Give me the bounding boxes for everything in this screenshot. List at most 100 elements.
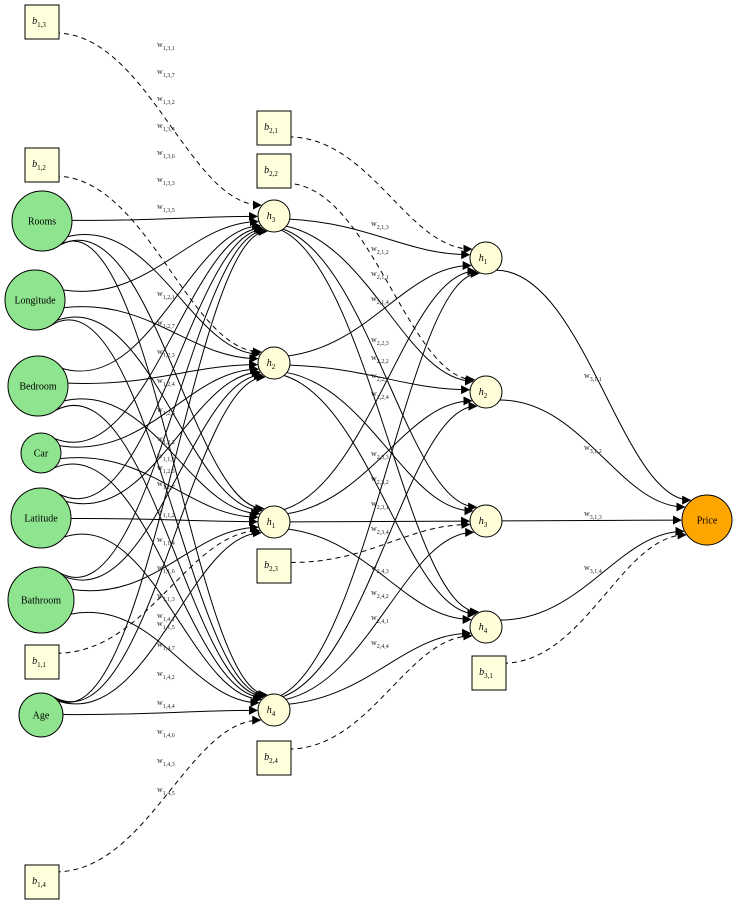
weight-label-1-1-6: w1,1,6 [157, 563, 175, 575]
weight-label-3-1-2: w3,1,2 [584, 443, 602, 455]
weight-label-1-1-2: w1,1,2 [157, 507, 175, 519]
edge-longitude-to-l1h4 [49, 319, 267, 700]
edge-longitude-to-l1h3 [63, 217, 259, 292]
weight-label-2-1-1: w2,1,1 [371, 269, 389, 281]
weight-label-2-4-3: w2,4,3 [371, 563, 389, 575]
edge-l1h2-to-l2h4 [283, 374, 477, 619]
weight-label-2-1-4: w2,1,4 [371, 294, 389, 306]
input-label-bathroom: Bathroom [21, 596, 61, 607]
edge-bathroom-to-l1h2 [63, 370, 263, 581]
edge-bedroom-to-l1h3 [62, 221, 262, 372]
weight-label-2-3-4: w2,3,4 [371, 524, 389, 536]
edge-l1h2-to-l2h3 [286, 372, 474, 516]
weight-label-2-4-4: w2,4,4 [371, 638, 389, 650]
edge-latitude-to-l1h4 [63, 533, 262, 704]
edge-age-to-l1h4 [62, 705, 258, 716]
weight-label-2-2-2: w2,2,2 [371, 353, 389, 365]
edge-rooms-to-l1h2 [67, 234, 261, 359]
edge-latitude-to-l1h2 [65, 367, 261, 505]
edge-bias-b11 [56, 526, 261, 654]
edge-l1h1-to-l2h3 [289, 516, 470, 526]
edge-bedroom-to-l1h2 [67, 360, 258, 384]
weight-label-1-1-4: w1,1,4 [157, 535, 175, 547]
hidden2-node-l2h2: h2 [469, 375, 503, 409]
edges-layer [49, 32, 692, 873]
input-label-age: Age [33, 711, 50, 722]
hidden2-node-l2h1: h1 [469, 241, 503, 275]
bias-node-b24: b2,4 [256, 740, 292, 776]
weight-labels-layer: w1,3,1w1,3,7w1,3,2w1,3,4w1,3,6w1,3,3w1,3… [157, 40, 602, 797]
weight-label-1-2-1: w1,2,1 [157, 289, 175, 301]
svg-text:h1: h1 [479, 253, 488, 266]
bias-node-b11: b1,1 [24, 644, 60, 680]
weight-label-1-3-1: w1,3,1 [157, 40, 175, 52]
svg-text:b1,3: b1,3 [32, 16, 46, 29]
weight-label-2-3-3: w2,3,3 [371, 449, 389, 461]
svg-text:Price: Price [697, 516, 718, 527]
weight-label-2-2-4: w2,2,4 [371, 389, 389, 401]
edge-longitude-to-l1h1 [56, 316, 263, 515]
bias-node-b14: b1,4 [24, 864, 60, 900]
edge-l1h1-to-l2h2 [287, 396, 473, 515]
svg-text:h3: h3 [267, 211, 276, 224]
edge-l1h3-to-l2h2 [286, 225, 474, 386]
edge-l1h3-to-l2h1 [289, 218, 471, 260]
edge-car-to-l1h2 [59, 364, 260, 448]
edge-bias-b23 [290, 520, 471, 563]
hidden2-node-l2h4: h4 [469, 610, 503, 644]
weight-label-3-1-3: w3,1,3 [584, 509, 602, 521]
bias-node-b22: b2,2 [256, 153, 292, 189]
weight-label-1-3-2: w1,3,2 [157, 94, 175, 106]
weight-label-1-3-4: w1,3,4 [157, 121, 175, 133]
svg-text:b2,3: b2,3 [264, 560, 278, 573]
weight-label-2-2-3: w2,2,3 [371, 335, 389, 347]
input-label-longitude: Longitude [14, 296, 56, 307]
edge-l1h2-to-l2h1 [288, 261, 472, 357]
bias-node-b31: b3,1 [471, 655, 507, 691]
weight-label-1-3-6: w1,3,6 [157, 148, 175, 160]
edge-car-to-l1h3 [54, 223, 263, 443]
weight-label-2-1-3: w2,1,3 [371, 219, 389, 231]
svg-text:h2: h2 [267, 358, 276, 371]
hidden1-node-l1h3: h3 [257, 199, 291, 233]
input-label-latitude: Latitude [24, 514, 58, 525]
bias-node-b13: b1,3 [24, 4, 60, 40]
edge-l1h4-to-l2h2 [282, 401, 478, 698]
edge-car-to-l1h4 [54, 463, 264, 702]
weight-label-3-1-1: w3,1,1 [584, 371, 602, 383]
edge-bias-b12 [54, 175, 262, 357]
edge-l2h1-to-price [496, 269, 692, 505]
input-node-rooms: Rooms [11, 190, 73, 252]
bias-node-b12: b1,2 [24, 147, 60, 183]
edge-age-to-l1h2 [52, 372, 266, 702]
svg-text:b1,1: b1,1 [32, 656, 46, 669]
edge-age-to-l1h1 [57, 528, 262, 705]
weight-label-1-4-4: w1,4,4 [157, 698, 175, 710]
weight-label-1-2-4: w1,2,4 [157, 376, 175, 388]
edge-l1h4-to-l2h4 [288, 628, 472, 705]
edge-bathroom-to-l1h3 [57, 226, 267, 578]
edge-l1h3-to-l2h4 [281, 229, 480, 617]
edge-l1h3-to-l2h3 [282, 228, 478, 512]
input-node-bathroom: Bathroom [7, 566, 75, 634]
edge-bias-b21 [288, 136, 473, 254]
edge-bathroom-to-l1h1 [72, 522, 259, 592]
svg-text:b3,1: b3,1 [479, 667, 493, 680]
edge-bathroom-to-l1h4 [70, 611, 260, 708]
svg-text:h3: h3 [479, 516, 488, 529]
input-label-bedroom: Bedroom [19, 382, 56, 393]
hidden2-node-l2h3: h3 [469, 504, 503, 538]
svg-text:b1,2: b1,2 [32, 159, 46, 172]
input-node-car: Car [20, 432, 62, 474]
weight-label-1-4-7: w1,4,7 [157, 640, 175, 652]
svg-text:h4: h4 [267, 705, 276, 718]
edge-bias-b13 [55, 32, 262, 210]
edge-l1h1-to-l2h1 [283, 266, 477, 511]
edge-rooms-to-l1h3 [71, 211, 258, 221]
edge-bedroom-to-l1h4 [55, 405, 265, 701]
edge-rooms-to-l1h1 [60, 240, 265, 513]
weight-label-2-3-1: w2,3,1 [371, 499, 389, 511]
weight-label-1-4-5: w1,4,5 [157, 785, 175, 797]
weight-label-1-3-7: w1,3,7 [157, 67, 175, 79]
